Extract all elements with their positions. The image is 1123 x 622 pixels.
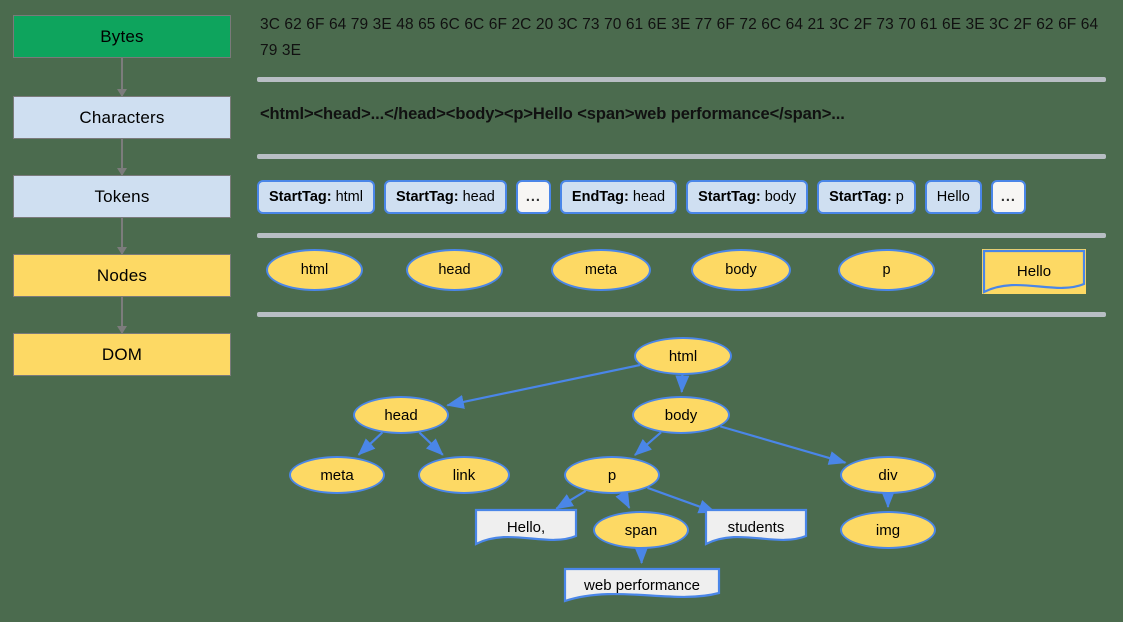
dom-node-label: span: [624, 521, 658, 539]
dom-edge-body-to-p: [634, 431, 662, 456]
dom-node-head[interactable]: head: [353, 396, 449, 434]
node-label: html: [300, 262, 329, 278]
token-chip[interactable]: StartTag:html: [257, 180, 375, 214]
dom-text-students[interactable]: students: [704, 508, 808, 546]
node-label: body: [725, 262, 757, 278]
dom-node-label: students: [727, 518, 785, 536]
dom-edge-p-to-span: [615, 489, 631, 509]
section-separator-1: [257, 77, 1106, 82]
section-separator-4: [257, 312, 1106, 317]
dom-node-label: meta: [320, 466, 354, 484]
pipeline-step-label: Nodes: [96, 265, 148, 285]
node-ellipse[interactable]: body: [691, 249, 791, 291]
node-ellipse[interactable]: meta: [551, 249, 651, 291]
node-label: meta: [584, 262, 618, 278]
dom-edge-head-to-meta: [357, 431, 384, 456]
token-kind: StartTag:: [269, 189, 332, 205]
node-ellipse[interactable]: html: [266, 249, 363, 291]
token-chip[interactable]: StartTag:head: [383, 180, 507, 214]
token-chip[interactable]: EndTag:head: [559, 180, 678, 214]
node-ellipse[interactable]: head: [406, 249, 503, 291]
section-separator-3: [257, 233, 1106, 238]
characters-markup-text: <html><head>...</head><body><p>Hello <sp…: [260, 105, 845, 123]
token-chip[interactable]: StartTag:p: [817, 180, 916, 214]
node-label: head: [438, 262, 471, 278]
pipeline-step-label: Characters: [79, 107, 165, 127]
token-kind: StartTag:: [698, 189, 761, 205]
pipeline-arrow-characters-to-tokens: [117, 139, 127, 176]
dom-node-label: web performance: [584, 576, 700, 594]
token-value: ...: [525, 189, 541, 205]
token-chip[interactable]: Hello: [924, 180, 982, 214]
pipeline-step-label: DOM: [101, 344, 143, 364]
pipeline-arrow-bytes-to-characters: [117, 58, 127, 97]
dom-node-label: Hello,: [506, 518, 546, 536]
dom-node-p[interactable]: p: [564, 456, 660, 494]
dom-node-meta[interactable]: meta: [289, 456, 385, 494]
token-value: ...: [1000, 189, 1016, 205]
pipeline-step-tokens[interactable]: Tokens: [13, 175, 231, 218]
token-value: body: [764, 189, 797, 205]
token-value: html: [335, 189, 363, 205]
token-kind: EndTag:: [571, 189, 629, 205]
dom-node-div[interactable]: div: [840, 456, 936, 494]
token-kind: StartTag:: [829, 189, 892, 205]
dom-node-link[interactable]: link: [418, 456, 510, 494]
token-value: head: [462, 189, 495, 205]
pipeline-step-dom[interactable]: DOM: [13, 333, 231, 376]
dom-node-img[interactable]: img: [840, 511, 936, 549]
dom-edge-body-to-div: [719, 425, 847, 465]
dom-edge-html-to-head: [446, 363, 641, 409]
dom-node-label: p: [607, 466, 617, 484]
node-ellipse[interactable]: p: [838, 249, 935, 291]
token-value: head: [632, 189, 666, 205]
token-chip[interactable]: ...: [515, 180, 551, 214]
token-value: p: [895, 189, 904, 205]
dom-node-label: html: [668, 347, 698, 365]
node-label: Hello: [1016, 263, 1052, 280]
dom-edge-head-to-link: [418, 431, 444, 456]
node-document[interactable]: Hello: [982, 249, 1086, 294]
dom-node-span[interactable]: span: [593, 511, 689, 549]
pipeline-step-characters[interactable]: Characters: [13, 96, 231, 139]
token-value: Hello: [936, 189, 970, 205]
pipeline-step-bytes[interactable]: Bytes: [13, 15, 231, 58]
pipeline-step-label: Tokens: [94, 186, 150, 206]
pipeline-arrow-nodes-to-dom: [117, 297, 127, 334]
dom-node-label: body: [664, 406, 698, 424]
pipeline-step-label: Bytes: [100, 26, 144, 46]
bytes-hex-text: 3C 62 6F 64 79 3E 48 65 6C 6C 6F 2C 20 3…: [260, 16, 1099, 59]
dom-edge-html-to-body: [675, 374, 690, 394]
section-separator-2: [257, 154, 1106, 159]
dom-node-label: div: [878, 466, 898, 484]
token-kind: StartTag:: [395, 189, 459, 205]
dom-text-hello[interactable]: Hello,: [474, 508, 578, 546]
dom-node-html[interactable]: html: [634, 337, 732, 375]
dom-text-webperformance[interactable]: web performance: [563, 567, 721, 603]
dom-node-label: head: [384, 406, 418, 424]
dom-node-label: link: [452, 466, 476, 484]
pipeline-step-nodes[interactable]: Nodes: [13, 254, 231, 297]
token-chip[interactable]: ...: [990, 180, 1026, 214]
token-chip[interactable]: StartTag:body: [686, 180, 809, 214]
dom-node-body[interactable]: body: [632, 396, 730, 434]
node-label: p: [882, 262, 891, 278]
dom-edge-p-to-hello: [555, 489, 587, 510]
dom-node-label: img: [875, 521, 901, 539]
pipeline-arrow-tokens-to-nodes: [117, 218, 127, 255]
